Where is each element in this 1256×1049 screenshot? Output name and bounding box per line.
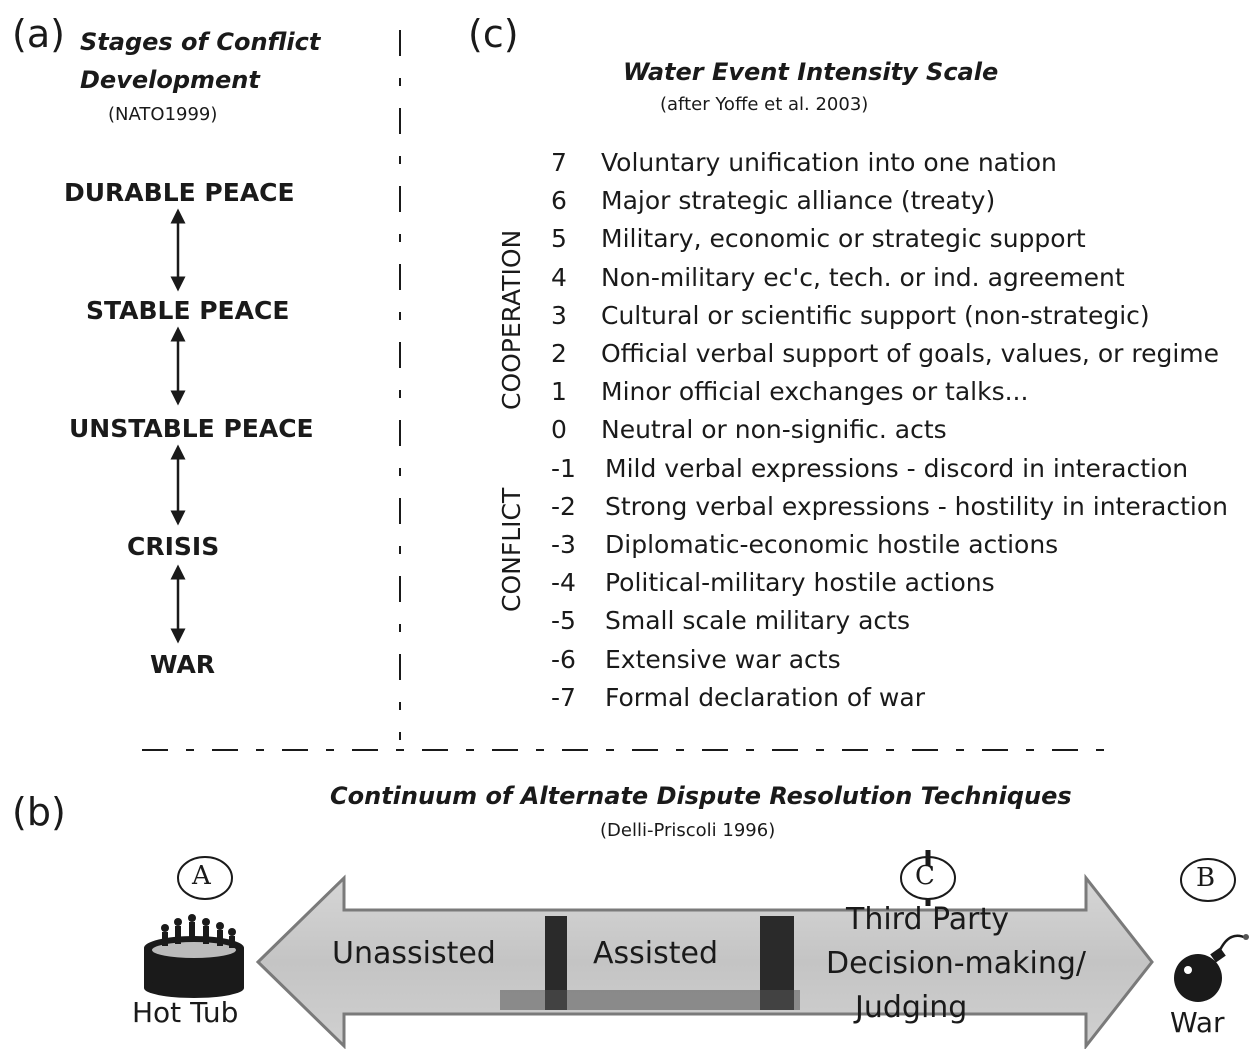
scale-value: -5 [551, 606, 576, 636]
scale-value: 3 [551, 300, 567, 330]
separator-1 [545, 916, 567, 1010]
war-caption: War [1170, 1006, 1225, 1039]
scale-description: Official verbal support of goals, values… [601, 339, 1219, 368]
scale-value: 6 [551, 186, 567, 216]
scale-value: 7 [551, 148, 567, 177]
panel-a-title-line2: Development [80, 66, 260, 94]
scale-description: Formal declaration of war [605, 682, 925, 712]
scale-description: Neutral or non-signific. acts [601, 415, 947, 445]
panel-a-title-line1: Stages of Conflict [80, 28, 321, 56]
scale-description: Diplomatic-economic hostile actions [605, 530, 1059, 559]
scale-value: 4 [551, 262, 567, 292]
scale-description: Military, economic or strategic support [601, 224, 1086, 254]
scale-description: Extensive war acts [605, 644, 841, 674]
marker-a-label: A [192, 861, 211, 891]
scale-value: -1 [551, 453, 576, 483]
scale-value: 1 [551, 377, 567, 407]
hot-tub-caption: Hot Tub [132, 996, 239, 1029]
hot-tub-icon [144, 914, 244, 998]
scale-value: -7 [551, 682, 576, 712]
bottom-shade [500, 990, 800, 1010]
segment-unassisted: Unassisted [332, 936, 496, 971]
stage-durable-peace: DURABLE PEACE [64, 178, 295, 207]
panel-a-letter: (a) [12, 12, 65, 56]
stage-crisis: CRISIS [127, 532, 220, 561]
scale-value: 0 [551, 415, 567, 445]
panel-c-source: (after Yoffe et al. 2003) [660, 94, 869, 115]
segment-third-party-line1: Third Party [846, 902, 1010, 937]
scale-description: Political-military hostile actions [605, 568, 995, 598]
scale-description: Non-military ec'c, tech. or ind. agreeme… [601, 262, 1125, 292]
marker-c-label: C [915, 861, 935, 891]
scale-value: -6 [551, 644, 576, 674]
stage-war: WAR [150, 650, 216, 679]
marker-b-label: B [1196, 863, 1216, 893]
scale-value: -2 [551, 491, 576, 521]
scale-description: Mild verbal expressions - discord in int… [605, 453, 1189, 483]
panel-b-letter: (b) [12, 790, 66, 834]
scale-value: 2 [551, 339, 567, 368]
continuum-arrow [255, 873, 1154, 1049]
segment-third-party-line3: Judging [855, 990, 968, 1025]
scale-description: Voluntary unification into one nation [601, 148, 1057, 177]
scale-description: Strong verbal expressions - hostility in… [605, 491, 1228, 521]
panel-c-letter: (c) [468, 12, 519, 56]
stage-stable-peace: STABLE PEACE [86, 296, 290, 325]
scale-description: Small scale military acts [605, 606, 910, 636]
panel-c-title: Water Event Intensity Scale [623, 58, 999, 86]
segment-assisted: Assisted [593, 936, 719, 971]
segment-third-party-line2: Decision-making/ [826, 946, 1087, 981]
scale-description: Cultural or scientific support (non-stra… [601, 300, 1150, 330]
scale-value: -4 [551, 568, 576, 598]
panel-a-source: (NATO1999) [108, 104, 218, 125]
scale-description: Major strategic alliance (treaty) [601, 186, 996, 216]
scale-description: Minor official exchanges or talks... [601, 377, 1029, 407]
scale-value: 5 [551, 224, 567, 254]
panel-b-source: (Delli-Priscoli 1996) [600, 820, 776, 841]
bomb-icon [1174, 934, 1249, 1002]
marker-a-circle [177, 856, 233, 900]
scale-value: -3 [551, 530, 576, 559]
panel-b-title: Continuum of Alternate Dispute Resolutio… [330, 782, 1072, 810]
marker-b-circle [1180, 858, 1236, 902]
stage-unstable-peace: UNSTABLE PEACE [69, 414, 314, 443]
